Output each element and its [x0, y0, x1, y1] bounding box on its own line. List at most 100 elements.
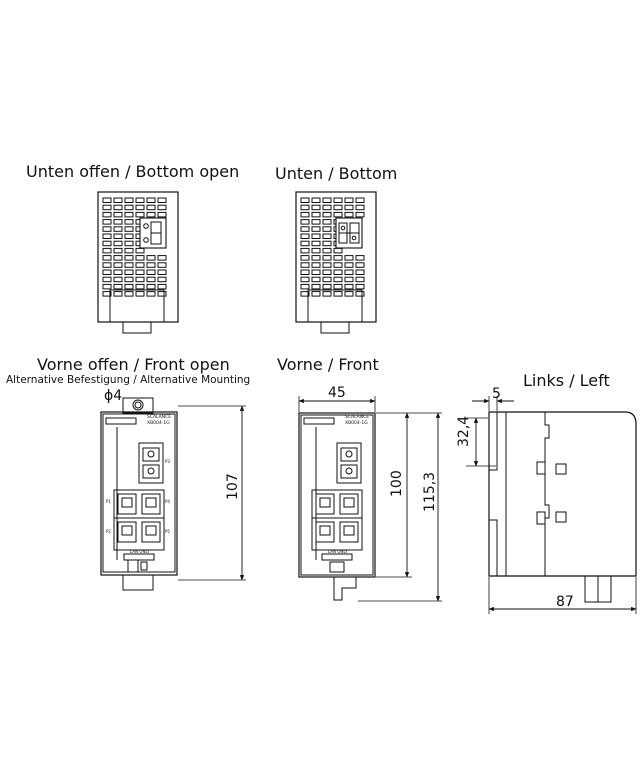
- vent-slot: [300, 233, 310, 239]
- vent-slot: [157, 197, 167, 203]
- vent-slot: [333, 283, 343, 290]
- vent-slot: [124, 204, 134, 211]
- vent-slot: [344, 262, 354, 268]
- vent-slot: [124, 211, 134, 218]
- vent-slot: [300, 283, 310, 290]
- vent-slot: [300, 204, 310, 211]
- vent-slot: [113, 283, 123, 290]
- vent-slot: [322, 211, 332, 218]
- vent-slot: [300, 262, 310, 268]
- vent-slot: [333, 211, 343, 218]
- vent-slot: [322, 276, 332, 283]
- vent-slot: [135, 197, 145, 203]
- vent-slot: [113, 233, 123, 239]
- vent-slot: [146, 269, 156, 275]
- front-open-lan-text: LAN ONLY: [130, 549, 150, 554]
- title-front-open: Vorne offen / Front open: [37, 355, 230, 374]
- vent-slot: [146, 211, 156, 218]
- vent-slot: [113, 291, 123, 297]
- vent-slot: [124, 233, 134, 239]
- hole-diameter-label: ϕ4: [104, 388, 123, 404]
- vent-slot: [300, 211, 310, 218]
- vent-slot: [102, 233, 112, 239]
- front-open-model-text: XB004-1G: [147, 420, 170, 426]
- vent-slot: [124, 197, 134, 203]
- vent-slot: [113, 262, 123, 268]
- vent-slot: [322, 233, 332, 239]
- vent-slot: [113, 247, 123, 254]
- vent-slot: [311, 233, 321, 239]
- vent-slot: [355, 262, 365, 268]
- front-lan-text: LAN ONLY: [328, 549, 348, 554]
- vent-slot: [135, 283, 145, 290]
- vent-slot: [113, 255, 123, 261]
- title-left: Links / Left: [523, 371, 610, 390]
- vent-slot: [135, 211, 145, 218]
- vent-slot: [322, 247, 332, 254]
- vent-slot: [333, 291, 343, 297]
- vent-slot: [355, 283, 365, 290]
- vent-slot: [124, 269, 134, 275]
- vent-slot: [102, 197, 112, 203]
- vent-slot: [124, 247, 134, 254]
- vent-slot: [344, 204, 354, 211]
- vent-slot: [300, 226, 310, 232]
- left-view: [466, 396, 637, 614]
- vent-slot: [157, 291, 167, 297]
- front-open-view: [100, 397, 246, 591]
- vent-slot: [333, 204, 343, 211]
- vent-slot: [311, 283, 321, 290]
- vent-slot: [102, 240, 112, 247]
- vent-slot: [300, 269, 310, 275]
- vent-slot: [113, 276, 123, 283]
- vent-slot: [102, 211, 112, 218]
- vent-slot: [102, 262, 112, 268]
- vent-slot: [124, 262, 134, 268]
- vent-slot: [344, 283, 354, 290]
- vent-slot: [113, 211, 123, 218]
- port-label-p1: P1: [106, 499, 111, 504]
- title-bottom: Unten / Bottom: [275, 164, 398, 183]
- vent-slot: [113, 219, 123, 225]
- vent-slot: [311, 197, 321, 203]
- vent-slot: [146, 255, 156, 261]
- vent-slot: [300, 255, 310, 261]
- vent-slot: [355, 276, 365, 283]
- vent-slot: [322, 204, 332, 211]
- subtitle-front-open: Alternative Befestigung / Alternative Mo…: [6, 374, 251, 386]
- vent-slot: [102, 219, 112, 225]
- vent-slot: [311, 226, 321, 232]
- vent-slot: [311, 240, 321, 247]
- bottom-view: [295, 191, 377, 334]
- front-width-label: 45: [328, 385, 346, 401]
- vent-slot: [146, 283, 156, 290]
- bottom-open-view: [97, 191, 179, 334]
- vent-slot: [146, 204, 156, 211]
- vent-slot: [135, 204, 145, 211]
- vent-slot: [113, 269, 123, 275]
- vent-slot: [135, 269, 145, 275]
- vent-slot: [322, 226, 332, 232]
- vent-slot: [355, 204, 365, 211]
- vent-slot: [113, 240, 123, 247]
- front-open-brand-text: SCALANCE: [147, 414, 171, 420]
- vent-slot: [344, 197, 354, 203]
- vent-slot: [135, 255, 145, 261]
- vent-slot: [102, 283, 112, 290]
- vent-slot: [157, 255, 167, 261]
- vent-slot: [311, 211, 321, 218]
- vent-slot: [146, 197, 156, 203]
- vent-slot: [311, 262, 321, 268]
- vent-slot: [124, 219, 134, 225]
- vent-slot: [333, 276, 343, 283]
- vent-slot: [300, 219, 310, 225]
- vent-slot: [135, 276, 145, 283]
- vent-slot: [146, 262, 156, 268]
- vent-slot: [322, 283, 332, 290]
- vent-slot: [322, 291, 332, 297]
- title-bottom-open: Unten offen / Bottom open: [26, 162, 240, 181]
- vent-slot: [300, 291, 310, 297]
- left-offset-label: 5: [492, 386, 501, 402]
- vent-slot: [300, 240, 310, 247]
- vent-slot: [355, 269, 365, 275]
